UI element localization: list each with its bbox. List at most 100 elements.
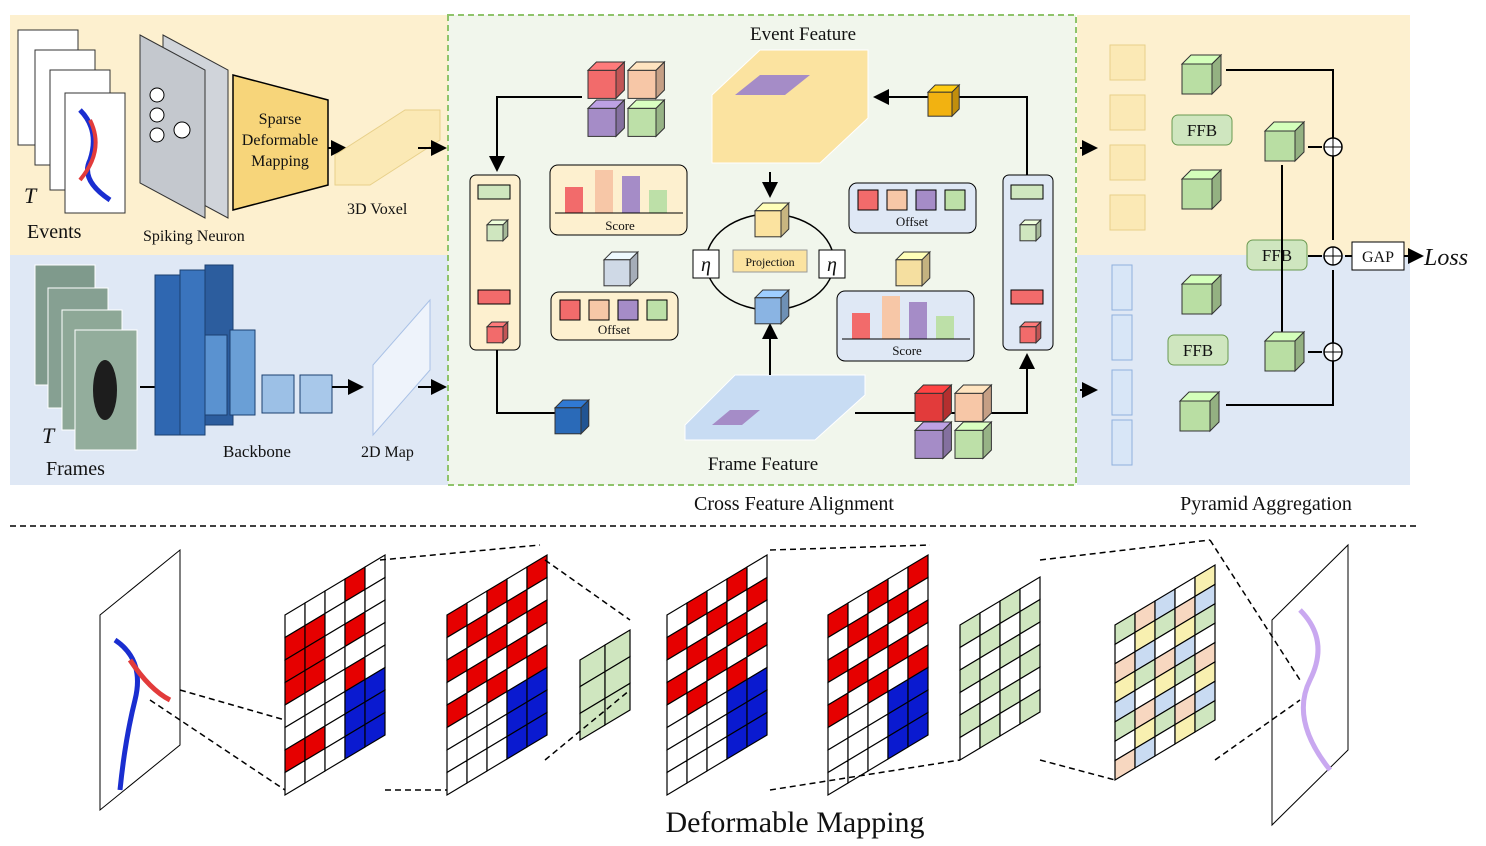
projection-line [769,544,931,551]
cube-icon [1018,218,1043,243]
3d-voxel-label: 3D Voxel [347,201,408,218]
mapping-grid-3 [666,553,768,797]
score-label-bottom: Score [892,343,922,358]
projection-line [544,689,631,761]
projection-line [1039,539,1211,561]
eta-box-left [692,249,720,279]
cube-icon [553,398,591,436]
pyramid-map-icon [1111,264,1133,311]
projection-line [544,559,631,621]
cube-icon [913,383,953,423]
pyramid-cube-icon [1180,168,1223,211]
cube-icon [894,250,932,288]
projection-box [732,249,808,273]
pyramid-map-icon [1111,314,1133,361]
frame-feature-grid [684,374,866,441]
ffb-label: FFB [1262,246,1292,265]
deformable-mapping-illustration [99,539,1349,827]
frames-stack [34,264,138,451]
eta-label-left: η [701,254,711,276]
pyramid-aggregation-label: Pyramid Aggregation [1180,493,1352,515]
sum-column-right [1002,174,1054,351]
cube-icon [485,218,510,243]
projection-line [149,699,286,791]
mapping-grid-2 [446,553,548,797]
loss-label: Loss [1423,245,1468,271]
frame-feature-label: Frame Feature [708,454,818,475]
cube-icon [753,288,791,326]
feature-cubes [485,53,1306,460]
sum-column-left [469,174,521,351]
cube-icon [1018,320,1043,345]
pyramid-map-icon [1111,419,1133,466]
offset-label-right: Offset [896,214,929,229]
cube-icon [953,420,993,460]
event-feature-grid [711,49,869,164]
sdm-label-line-2: Deformable [242,132,318,149]
offset-label-left: Offset [598,322,631,337]
pyramid-map-icon [1111,369,1133,416]
projection-line [1039,759,1116,781]
pyramid-cube-icon [1263,330,1306,373]
sum-nodes [1323,137,1343,362]
pyramid-voxel-icon [1109,94,1146,131]
cross-feature-alignment-label: Cross Feature Alignment [694,493,894,515]
pyramid-cube-icon [1180,53,1223,96]
ffb-label: FFB [1187,121,1217,140]
cube-icon [913,420,953,460]
cube-icon [626,98,666,138]
projection-label: Projection [745,255,794,269]
gap-label: GAP [1362,249,1394,266]
cube-icon [602,250,640,288]
ffb-box [1171,114,1233,146]
offset-panel-right [848,182,977,234]
cube-icon [926,83,961,118]
cube-icon [586,60,626,100]
cube-icon [485,320,510,345]
backbone-label: Backbone [223,442,291,461]
pyramid-voxel-icon [1109,194,1146,231]
sparse-grid [959,575,1041,762]
score-panel-top [549,164,688,236]
eta-box-right [818,249,846,279]
pyramid-voxel-icon [1109,144,1146,181]
cube-icon [953,383,993,423]
projection-line [179,689,286,721]
spiking-neuron-label: Spiking Neuron [143,228,245,245]
mapping-grid-1 [284,553,386,797]
eta-label-right: η [827,254,837,276]
projection-line [1214,699,1301,761]
offset-grid [579,628,631,742]
projection-line [769,759,961,791]
event-feature-label: Event Feature [750,24,856,45]
pyramid-cube-icon [1178,390,1221,433]
projection-line [379,544,541,561]
score-label-top: Score [605,218,635,233]
cube-icon [586,98,626,138]
projection-line [1209,539,1301,681]
backbone-icon [154,264,333,436]
cube-icon [626,60,666,100]
score-panel-bottom [836,290,975,362]
ffb-label: FFB [1183,341,1213,360]
gap-box [1351,241,1405,271]
pyramid-cube-icon [1263,120,1306,163]
ffb-box [1246,239,1308,271]
mapping-grid-4 [827,553,929,797]
2d-map-icon [372,298,431,437]
offset-panel-left [550,291,679,341]
pyramid-voxel-icon [1109,44,1146,81]
output-grid [1114,563,1216,782]
sparse-deformable-mapping-block [232,74,329,211]
deformable-mapping-title: Deformable Mapping [665,806,924,839]
pyramid-lines [1226,69,1352,406]
sdm-label-line-3: Mapping [251,153,309,170]
frames-t-label: T [42,423,56,448]
events-label: Events [27,221,82,243]
frames-label: Frames [46,458,105,480]
2d-map-label: 2D Map [361,444,414,461]
events-t-label: T [24,183,38,208]
ffb-box [1167,334,1229,366]
spiking-neuron-icon [139,34,229,219]
